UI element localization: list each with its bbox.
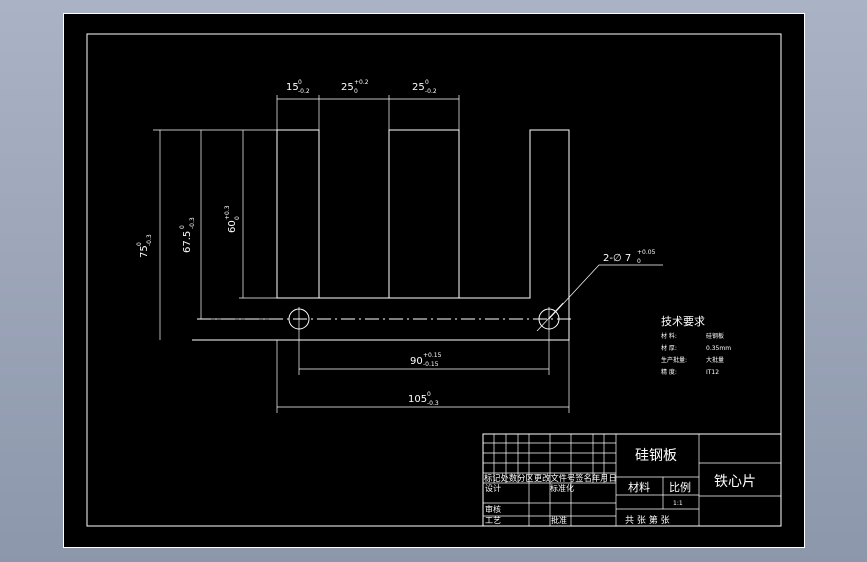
svg-text:+0.2: +0.2 bbox=[354, 79, 369, 86]
part-name: 铁心片 bbox=[714, 474, 756, 490]
dim-hole: 2-∅ 7 +0.05 0 bbox=[603, 249, 656, 265]
svg-text:0: 0 bbox=[354, 88, 358, 95]
svg-text:0: 0 bbox=[179, 225, 186, 229]
svg-text:-0.3: -0.3 bbox=[146, 234, 153, 246]
title-block: 硅钢板 铁心片 材料 比例 1:1 共 张 第 张 标记处数分区更改文件号签名年… bbox=[482, 433, 782, 527]
dim-15: 15 0 -0.2 bbox=[286, 79, 310, 95]
svg-text:60: 60 bbox=[227, 220, 238, 233]
dim-25a: 25 +0.2 0 bbox=[341, 79, 369, 95]
part-inner-left bbox=[277, 129, 320, 298]
revision-header: 标记处数分区更改文件号签名年月日 bbox=[484, 473, 617, 483]
svg-text:批准: 批准 bbox=[551, 515, 567, 525]
scale-label: 比例 bbox=[669, 480, 691, 494]
svg-text:67.5: 67.5 bbox=[182, 231, 193, 253]
svg-text:75: 75 bbox=[139, 245, 150, 258]
svg-text:15: 15 bbox=[286, 82, 299, 93]
svg-text:审核: 审核 bbox=[485, 504, 501, 514]
inner-frame bbox=[86, 33, 782, 527]
svg-text:精 度:: 精 度: bbox=[661, 368, 677, 376]
svg-text:0: 0 bbox=[136, 242, 143, 246]
svg-text:+0.3: +0.3 bbox=[224, 205, 231, 220]
outer-frame bbox=[63, 13, 805, 548]
svg-text:工艺: 工艺 bbox=[485, 516, 501, 525]
svg-text:-0.2: -0.2 bbox=[425, 88, 437, 95]
svg-text:材 料:: 材 料: bbox=[661, 332, 677, 340]
svg-text:0: 0 bbox=[234, 216, 241, 220]
svg-text:25: 25 bbox=[412, 82, 425, 93]
part-material: 硅钢板 bbox=[635, 448, 677, 464]
drawing-canvas: 15 0 -0.2 25 +0.2 0 25 0 -0.2 75 0 -0.3 … bbox=[63, 13, 805, 548]
svg-text:IT12: IT12 bbox=[706, 369, 719, 376]
sheet-info: 共 张 第 张 bbox=[625, 514, 670, 526]
svg-text:0: 0 bbox=[298, 79, 302, 86]
svg-text:-0.3: -0.3 bbox=[427, 400, 439, 407]
dim-67-5: 67.5 0 -0.3 bbox=[179, 217, 196, 253]
svg-text:+0.15: +0.15 bbox=[423, 352, 442, 359]
material-label: 材料 bbox=[628, 480, 650, 494]
svg-text:+0.05: +0.05 bbox=[637, 249, 656, 256]
svg-text:标准化: 标准化 bbox=[550, 483, 574, 493]
svg-text:25: 25 bbox=[341, 82, 354, 93]
tech-requirements: 技术要求 材 料: 硅钢板 材 厚: 0.35mm 生产批量: 大批量 精 度:… bbox=[661, 315, 731, 376]
part-window-1 bbox=[319, 129, 460, 299]
svg-text:0: 0 bbox=[427, 391, 431, 398]
part-outline bbox=[192, 129, 570, 341]
svg-text:2-∅ 7: 2-∅ 7 bbox=[603, 253, 631, 264]
svg-text:0.35mm: 0.35mm bbox=[706, 345, 731, 352]
svg-text:105: 105 bbox=[408, 394, 427, 405]
dim-60: 60 +0.3 0 bbox=[224, 205, 241, 233]
dim-90: 90 +0.15 -0.15 bbox=[410, 352, 442, 368]
dim-25b: 25 0 -0.2 bbox=[412, 79, 437, 95]
svg-text:0: 0 bbox=[637, 258, 641, 265]
svg-text:生产批量:: 生产批量: bbox=[661, 356, 687, 364]
svg-text:-0.3: -0.3 bbox=[189, 217, 196, 229]
svg-text:0: 0 bbox=[425, 79, 429, 86]
svg-text:大批量: 大批量 bbox=[706, 356, 724, 364]
tech-req-title: 技术要求 bbox=[661, 315, 705, 328]
svg-text:-0.15: -0.15 bbox=[423, 361, 439, 368]
dim-105: 105 0 -0.3 bbox=[408, 391, 439, 407]
svg-text:设计: 设计 bbox=[485, 483, 501, 493]
drawing-svg: 15 0 -0.2 25 +0.2 0 25 0 -0.2 75 0 -0.3 … bbox=[63, 13, 805, 548]
svg-text:硅钢板: 硅钢板 bbox=[706, 332, 724, 340]
svg-text:-0.2: -0.2 bbox=[298, 88, 310, 95]
dim-75: 75 0 -0.3 bbox=[136, 234, 153, 258]
svg-text:材 厚:: 材 厚: bbox=[661, 344, 677, 352]
hole-leader bbox=[548, 264, 663, 320]
scale-value: 1:1 bbox=[673, 500, 683, 507]
svg-text:90: 90 bbox=[410, 356, 423, 367]
